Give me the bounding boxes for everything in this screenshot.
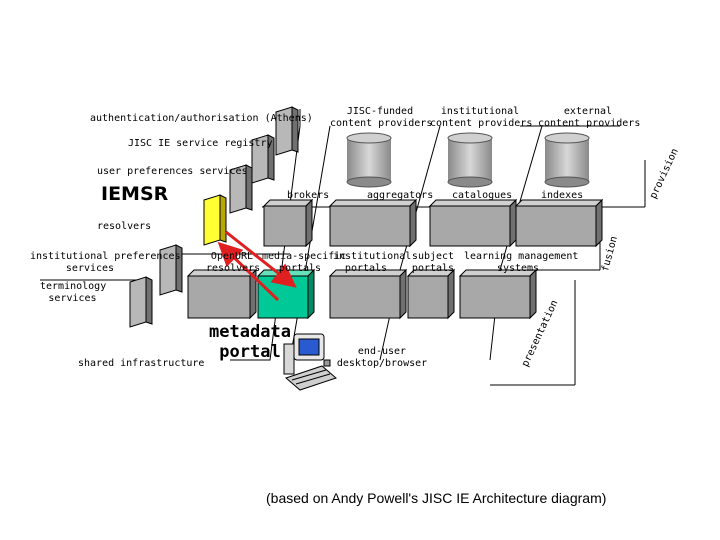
cylinder-institutional xyxy=(447,132,493,188)
label-catalogues: catalogues xyxy=(452,190,513,201)
computer-icon xyxy=(283,333,337,391)
label-aggregators: aggregators xyxy=(367,190,434,201)
arrow-iemsr-to-portal xyxy=(225,230,297,288)
label-terminology: terminology services xyxy=(40,281,107,304)
presentation-boxes xyxy=(186,268,538,320)
label-end-user: end-user desktop/browser xyxy=(336,346,428,369)
label-brokers: brokers xyxy=(287,190,330,201)
iemsr-tower xyxy=(203,194,221,246)
label-institutional-portals: institutional portals xyxy=(333,251,412,274)
metadata-portal-box xyxy=(257,275,309,319)
label-authentication: authentication/authorisation (Athens) xyxy=(90,113,313,124)
label-user-preferences: user preferences services xyxy=(97,166,248,177)
cylinder-external xyxy=(544,132,590,188)
label-shared-infrastructure: shared infrastructure xyxy=(78,358,205,369)
label-subject-portals: subject portals xyxy=(411,251,455,274)
label-institutional-content: institutional content providers xyxy=(430,106,533,129)
red-arrows xyxy=(217,230,297,302)
service-towers xyxy=(129,106,299,328)
label-metadata-portal: metadata portal xyxy=(209,322,291,362)
label-institutional-preferences: institutional preferences services xyxy=(30,251,181,274)
arrow-portal-to-iemsr xyxy=(217,241,280,302)
cylinder-jisc xyxy=(346,132,392,188)
label-indexes: indexes xyxy=(541,190,584,201)
credit-caption: (based on Andy Powell's JISC IE Architec… xyxy=(266,490,607,506)
fusion-boxes xyxy=(262,198,604,248)
label-learning-management: learning management systems xyxy=(464,251,579,274)
content-cylinders xyxy=(346,132,590,188)
label-openurl-resolvers: OpenURL resolvers xyxy=(206,251,261,274)
label-iemsr: IEMSR xyxy=(101,183,169,205)
label-external-content: external content providers xyxy=(538,106,641,129)
label-service-registry: JISC IE service registry xyxy=(128,138,273,149)
label-jisc-funded: JISC-funded content providers xyxy=(330,106,433,129)
label-resolvers: resolvers xyxy=(97,221,152,232)
label-media-specific-portals: media-specific portals xyxy=(262,251,347,274)
